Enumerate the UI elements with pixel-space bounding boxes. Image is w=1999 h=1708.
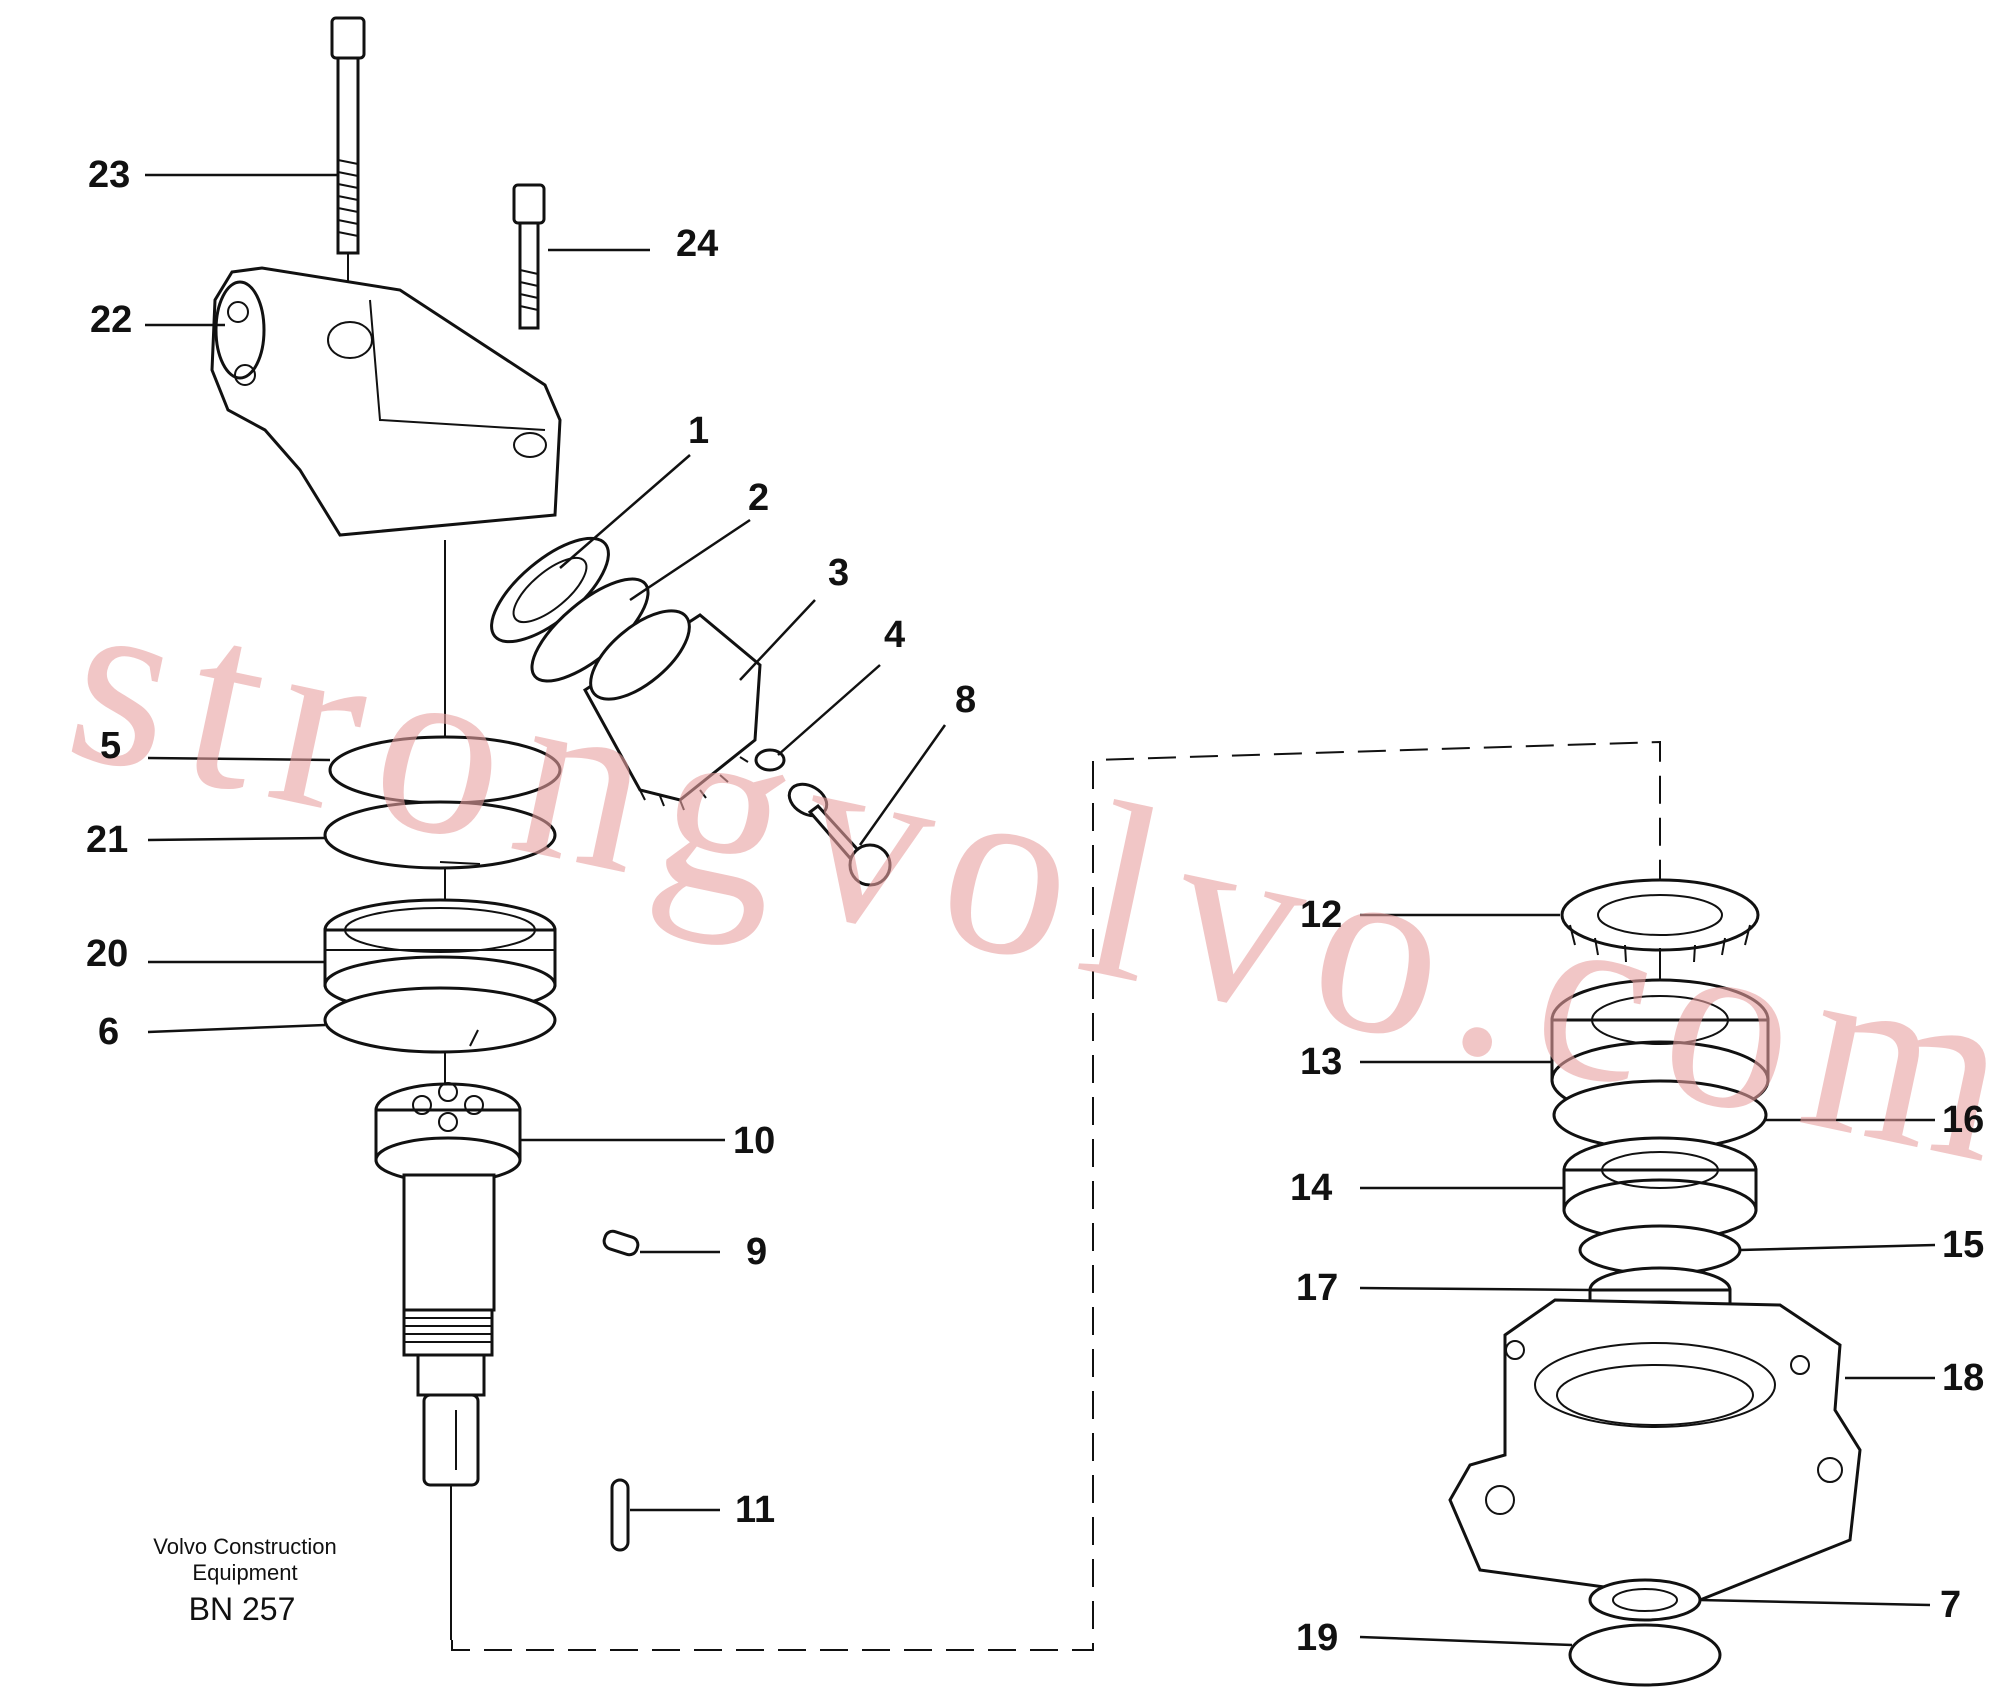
washer-4: [754, 748, 786, 772]
caption-line2: Equipment: [192, 1560, 297, 1585]
callout-21: 21: [86, 819, 128, 861]
circlip-19: [1568, 1623, 1722, 1687]
callout-1: 1: [688, 410, 709, 452]
housing-22: [210, 266, 562, 537]
caption-line1: Volvo Construction: [153, 1534, 336, 1559]
leader-lines: [145, 173, 1936, 1647]
callout-13: 13: [1300, 1041, 1342, 1083]
callout-15: 15: [1942, 1224, 1984, 1266]
callout-3: 3: [828, 552, 849, 594]
ring-21: [323, 800, 557, 870]
callout-2: 2: [748, 477, 769, 519]
callout-10: 10: [733, 1120, 775, 1162]
bolt-24: [512, 183, 546, 330]
callout-19: 19: [1296, 1617, 1338, 1659]
callout-24: 24: [676, 223, 718, 265]
callout-14: 14: [1290, 1167, 1332, 1209]
housing-18: [1448, 1298, 1862, 1602]
crown-gear-12: [1560, 878, 1760, 965]
callout-6: 6: [98, 1011, 119, 1053]
pin-8: [787, 782, 892, 887]
callout-20: 20: [86, 933, 128, 975]
callout-17: 17: [1296, 1267, 1338, 1309]
callout-22: 22: [90, 299, 132, 341]
dashed-frame: [451, 740, 1661, 1651]
callout-18: 18: [1942, 1357, 1984, 1399]
piston-20: [323, 898, 557, 1015]
ring-6: [323, 986, 557, 1054]
gear-cup-3: [583, 609, 762, 811]
callout-4: 4: [884, 614, 905, 656]
bearing-14: [1562, 1136, 1758, 1242]
watermark: strongvolvo.com: [49, 535, 1999, 1219]
callout-23: 23: [88, 154, 130, 196]
callout-11: 11: [735, 1489, 775, 1531]
shaft-10: [374, 1082, 522, 1640]
callout-7: 7: [1940, 1584, 1961, 1626]
seal-7: [1588, 1578, 1702, 1622]
caption-code: BN 257: [189, 1591, 296, 1627]
callout-9: 9: [746, 1231, 767, 1273]
callout-8: 8: [955, 679, 976, 721]
callout-16: 16: [1942, 1099, 1984, 1141]
key-11: [610, 1478, 630, 1552]
pin-9: [602, 1229, 640, 1257]
callout-5: 5: [100, 725, 121, 767]
callout-12: 12: [1300, 894, 1342, 936]
bolt-23: [330, 16, 366, 340]
